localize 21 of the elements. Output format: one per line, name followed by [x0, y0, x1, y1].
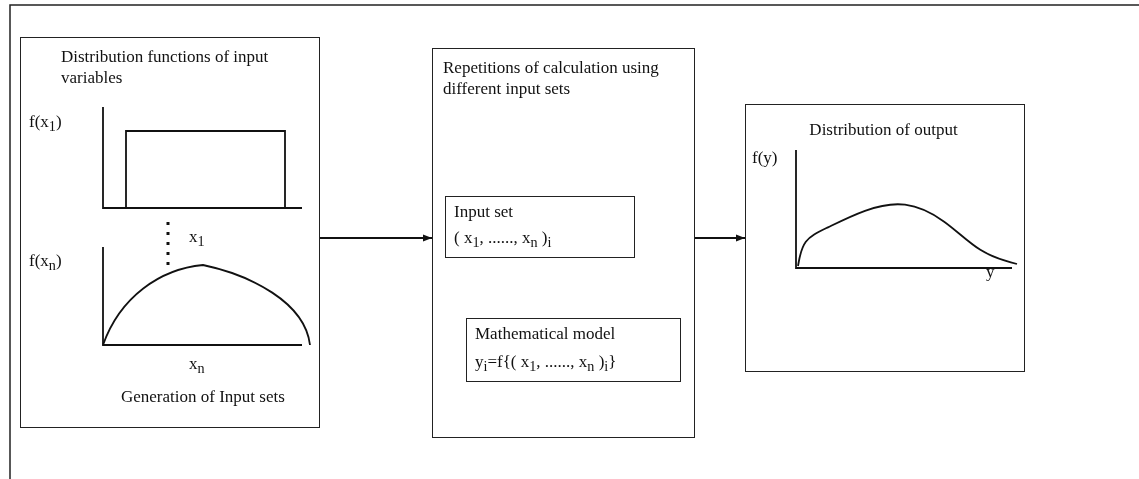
heading-text: Distribution functions of input variables — [61, 46, 270, 89]
input-set-box — [445, 196, 635, 258]
axis-label: x$_{n}$ — [189, 355, 205, 376]
heading-text: Input set — [454, 201, 515, 223]
heading-text: Mathematical model — [475, 323, 617, 345]
body-text: y$_{i}$=f{( x$_{1}$, ......, x$_{n}$ )$_{i}$} — [475, 351, 618, 377]
arrow — [694, 234, 746, 242]
calculation-panel — [432, 48, 695, 438]
body-text: Generation of Input sets — [121, 386, 286, 408]
body-text: ( x$_{1}$, ......, x$_{n}$ )$_{i}$ — [454, 227, 553, 253]
axis-label: f(x$_{n}$) — [29, 252, 62, 273]
output-distribution-panel — [745, 104, 1025, 372]
input-distributions-panel — [20, 37, 320, 428]
axis-label: x$_{1}$ — [189, 228, 205, 249]
axis-label: f(x$_{1}$) — [29, 113, 62, 134]
arrow — [319, 234, 433, 242]
axis-label: y — [986, 263, 995, 280]
heading-text: Repetitions of calculation using different input sets — [443, 57, 660, 100]
model-box — [466, 318, 681, 382]
heading-text: Distribution of output — [808, 119, 959, 141]
axis-label: f(y) — [752, 149, 778, 166]
